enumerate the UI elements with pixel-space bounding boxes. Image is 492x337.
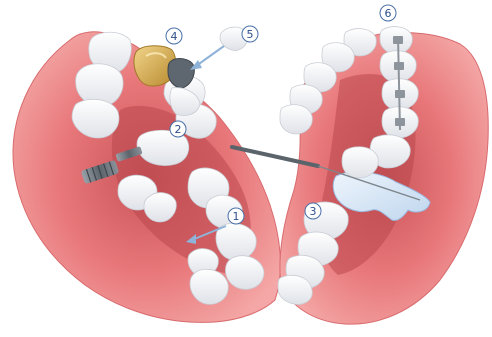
- callout-label-1: 1: [233, 210, 240, 223]
- callout-5: 5: [242, 26, 258, 42]
- callout-label-3: 3: [310, 205, 317, 218]
- callout-label-6: 6: [385, 7, 392, 20]
- callout-3: 3: [305, 203, 321, 219]
- callout-label-2: 2: [175, 123, 182, 136]
- callout-label-4: 4: [171, 30, 178, 43]
- callout-4: 4: [166, 28, 182, 44]
- callout-label-5: 5: [247, 28, 254, 41]
- callout-2: 2: [170, 121, 186, 137]
- floating-tooth: [190, 27, 248, 70]
- callout-6: 6: [380, 5, 396, 21]
- callout-1: 1: [228, 208, 244, 224]
- left-jaw: [13, 32, 280, 323]
